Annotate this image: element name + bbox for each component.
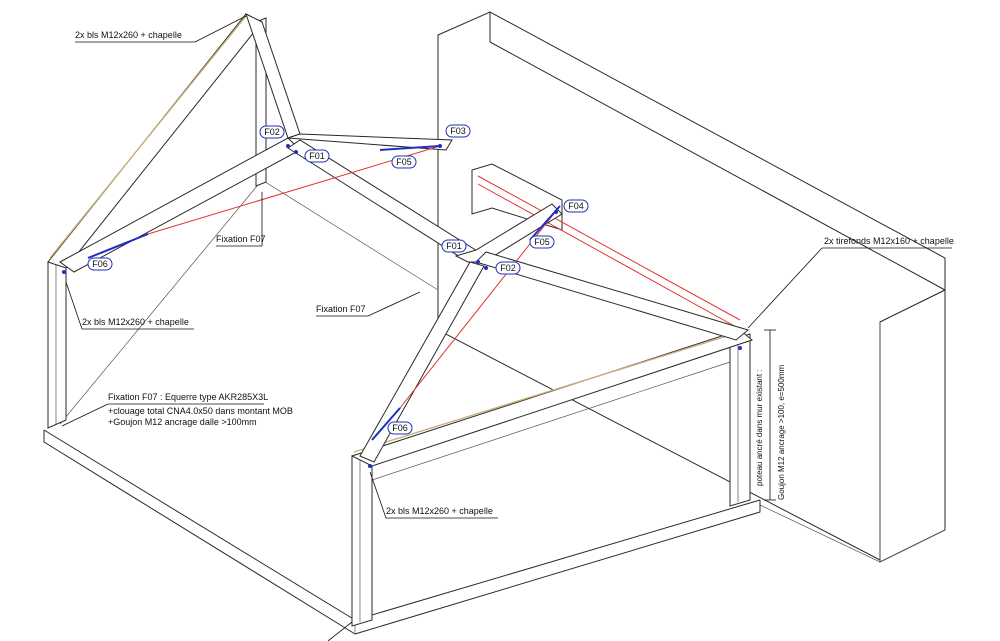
posts (47, 17, 751, 627)
wall-plates (47, 13, 754, 481)
tag-f05-a: F05 (391, 155, 417, 169)
svg-text:F02: F02 (264, 127, 280, 137)
label-post-note-1: poteau ancré dans mur existant : (755, 369, 764, 486)
label-fixation-detail-3: +Goujon M12 ancrage dalle >100mm (108, 417, 257, 427)
svg-text:F05: F05 (396, 157, 412, 167)
tag-f01-a: F01 (304, 149, 330, 163)
svg-text:F02: F02 (500, 263, 516, 273)
label-fixation-detail-1: Fixation F07 : Equerre type AKR285X3L (108, 392, 268, 402)
tag-f02-b: F02 (495, 261, 521, 275)
svg-text:F06: F06 (392, 423, 408, 433)
tag-f01-b: F01 (441, 239, 467, 253)
svg-text:F04: F04 (568, 201, 584, 211)
svg-text:F05: F05 (534, 237, 550, 247)
tag-f04: F04 (563, 199, 589, 213)
svg-text:F06: F06 (92, 259, 108, 269)
svg-text:F01: F01 (309, 151, 325, 161)
tag-f05-b: F05 (529, 235, 555, 249)
tag-f06-a: F06 (87, 257, 113, 271)
existing-wall (437, 11, 946, 563)
label-fixation-detail-2: +clouage total CNA4.0x50 dans montant MO… (108, 406, 293, 416)
fixing-tags: F02 F01 F03 F05 F04 F05 F01 F02 (87, 124, 589, 435)
label-bottom-bolts: 2x bls M12x260 + chapelle (386, 506, 493, 516)
tag-f03: F03 (445, 124, 471, 138)
rafters (59, 13, 750, 463)
label-tirefonds: 2x tirefonds M12x160 + chapelle (824, 236, 954, 246)
annotations: 2x bls M12x260 + chapelle Fixation F07 F… (61, 15, 954, 641)
label-fixation-f07-b: Fixation F07 (316, 304, 366, 314)
label-fixation-f07-a: Fixation F07 (216, 234, 266, 244)
label-left-bolts: 2x bls M12x260 + chapelle (82, 317, 189, 327)
tag-f06-b: F06 (387, 421, 413, 435)
bolt-fixings (62, 144, 742, 468)
label-post-note-2: Goujon M12 ancrage >100, e=500mm (777, 364, 786, 500)
svg-text:F03: F03 (450, 126, 466, 136)
label-top-bolts: 2x bls M12x260 + chapelle (75, 30, 182, 40)
svg-text:F01: F01 (446, 241, 462, 251)
tag-f02-a: F02 (259, 125, 285, 139)
